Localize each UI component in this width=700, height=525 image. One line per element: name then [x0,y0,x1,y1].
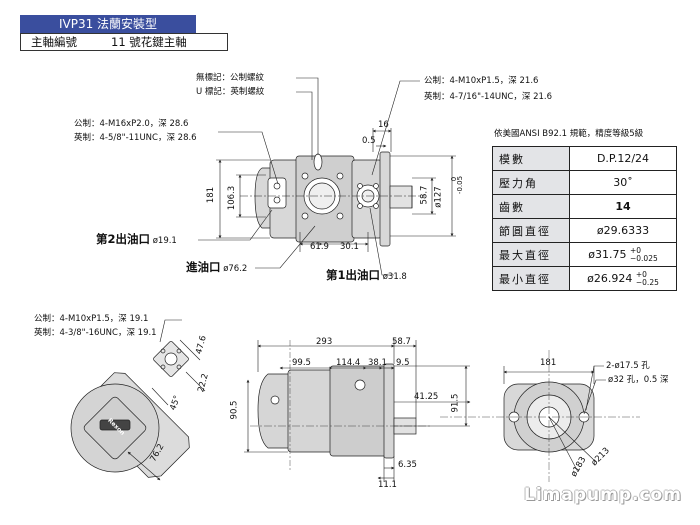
table-row: 節圓直徑 ø29.6333 [492,218,677,243]
spec-value: ø26.924 [587,271,633,285]
dim-127-tol-lower: -0.05 [456,175,465,195]
tol-upper: +0 [629,245,642,255]
table-row: 齒數 14 [492,194,677,219]
shaft-spec-box: 主軸編號 11 號花鍵主軸 [20,33,228,51]
outlet-2-label: 第2出油口 ø19.1 [96,232,177,246]
outlet-2-size: ø19.1 [152,236,177,246]
spec-value: ø29.6333 [569,218,677,243]
table-row: 最小直徑 ø26.924 +0 −0.25 [492,266,677,291]
dim-30-1: 30.1 [340,242,359,252]
side-dimension-lines [244,340,471,482]
spec-value: ø31.75 [588,247,627,261]
spec-label: 齒數 [492,194,570,219]
rear-flange-dims [440,350,640,482]
spec-value: 14 [569,194,677,219]
inlet-size: ø76.2 [223,264,248,274]
port-top-imperial: 英制：4-7/16"-14UNC，深 21.6 [424,92,552,102]
front-flange-dims [127,319,206,481]
dim-91-5: 91.5 [450,393,461,413]
spec-label: 模數 [492,146,570,171]
dim-58-7: 58.7 [419,185,430,205]
dim-106-3: 106.3 [227,185,238,211]
dim-90-5: 90.5 [229,400,240,420]
spec-value-with-tol: ø26.924 +0 −0.25 [569,266,677,291]
dim-6-35: 6.35 [398,460,417,470]
inlet-name: 進油口 [186,260,221,274]
dim-38-1: 38.1 [368,358,387,368]
shaft-value: 11 號花鍵主軸 [111,35,187,49]
holes-label: 2-ø17.5 孔 [606,361,650,371]
tol-lower: −0.025 [629,253,658,263]
side-pump-view [257,363,417,459]
spec-value: 30˚ [569,170,677,195]
callout-u-mark: U 標記：英制螺紋 [196,87,265,97]
tol-lower: −0.25 [635,277,659,287]
dim-99-5: 99.5 [292,358,311,368]
site-watermark: Limapump.com [524,485,682,505]
port-top-metric: 公制：4-M10xP1.5，深 21.6 [424,76,539,86]
dim-9-5: 9.5 [396,358,410,368]
outlet-1-size: ø31.8 [382,272,407,282]
outlet-2-name: 第2出油口 [96,232,151,246]
dim-114-4: 114.4 [336,358,361,368]
spec-label: 節圓直徑 [492,218,570,243]
outlet-1-label: 第1出油口 ø31.8 [326,268,407,282]
spec-value-with-tol: ø31.75 +0 −0.025 [569,242,677,267]
port-left-metric: 公制：4-M16xP2.0，深 28.6 [74,119,189,129]
table-row: 壓力角 30˚ [492,170,677,195]
dim-293: 293 [316,337,333,347]
spec-caption: 依美國ANSI B92.1 規範，精度等級5級 [494,129,644,139]
dim-127: ø127 [433,186,444,208]
dim-61-9: 61.9 [310,242,329,252]
front-flange-view [70,341,190,478]
table-row: 模數 D.P.12/24 [492,146,677,171]
port-left-imperial: 英制：4-5/8"-11UNC，深 28.6 [74,133,197,143]
dim-181-vertical: 181 [206,186,217,204]
spec-value: D.P.12/24 [569,146,677,171]
model-title: IVP31 法蘭安裝型 [20,15,196,33]
bl-imperial: 英制：4-3/8"-16UNC，深 19.1 [34,328,157,338]
dim-16: 16 [378,120,389,130]
dim-58-7-side: 58.7 [392,337,411,347]
dim-0-5: 0.5 [362,136,376,146]
dim-181-rear: 181 [540,358,557,368]
spec-label: 最大直徑 [492,242,570,267]
top-dimension-lines [198,77,456,276]
spline-spec-table: 模數 D.P.12/24 壓力角 30˚ 齒數 14 節圓直徑 ø29.6333… [492,146,677,291]
tol-upper: +0 [635,269,647,279]
spec-label: 壓力角 [492,170,570,195]
dim-11-1: 11.1 [378,480,397,490]
inlet-label: 進油口 ø76.2 [186,260,248,274]
outlet-1-name: 第1出油口 [326,268,381,282]
spec-label: 最小直徑 [492,266,570,291]
bl-metric: 公制：4-M10xP1.5，深 19.1 [34,314,149,324]
table-row: 最大直徑 ø31.75 +0 −0.025 [492,242,677,267]
counterbore-label: ø32 孔，0.5 深 [608,375,669,385]
dim-41-25: 41.25 [414,392,439,402]
callout-unmarked: 無標記：公制螺紋 [196,73,265,83]
shaft-label: 主軸編號 [31,35,77,49]
